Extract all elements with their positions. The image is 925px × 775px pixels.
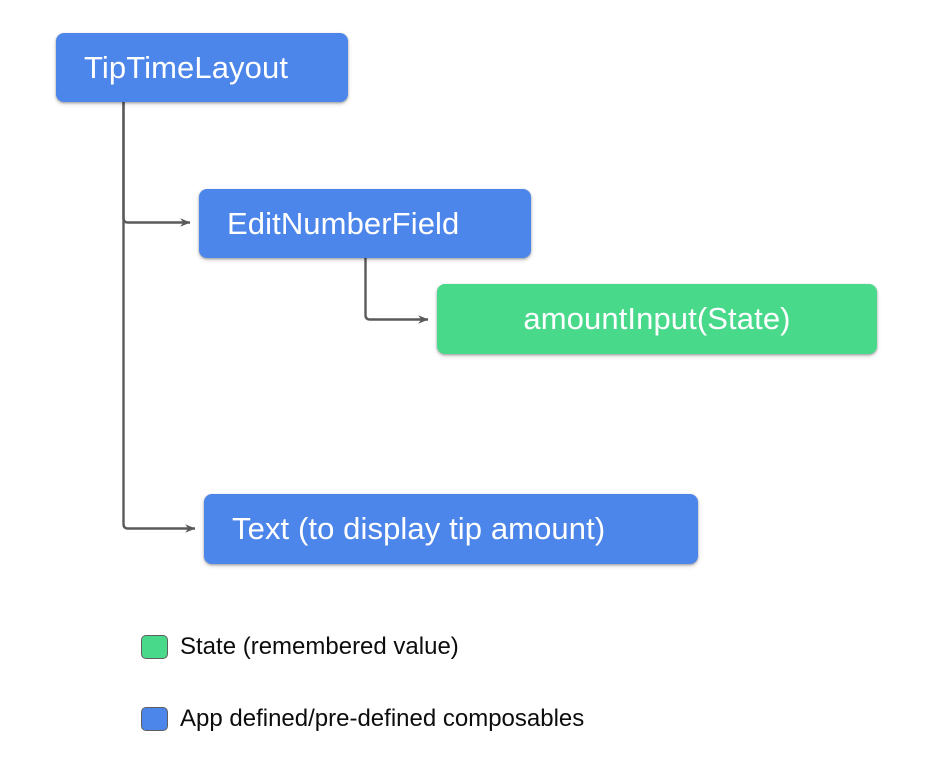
legend-swatch-composables-icon (141, 707, 168, 731)
legend-item-composables: App defined/pre-defined composables (141, 702, 584, 736)
node-text-tip-amount-label: Text (to display tip amount) (232, 511, 606, 546)
node-editnumberfield: EditNumberField (199, 189, 531, 258)
edge-tiptimelayout-to-text-tip (122, 102, 196, 533)
edge-editnumberfield-to-amountinput (364, 258, 429, 324)
node-editnumberfield-label: EditNumberField (227, 205, 460, 241)
node-text-tip-amount: Text (to display tip amount) (204, 494, 698, 564)
node-tiptimelayout-label: TipTimeLayout (84, 49, 289, 85)
node-amountinput-state-label: amountInput(State) (523, 301, 791, 336)
node-tiptimelayout: TipTimeLayout (56, 33, 348, 102)
node-amountinput-state: amountInput(State) (437, 284, 877, 354)
edge-tiptimelayout-to-editnumberfield (122, 102, 191, 227)
legend-item-state: State (remembered value) (141, 630, 584, 664)
legend-item-state-label: State (remembered value) (180, 633, 459, 660)
legend-swatch-state-icon (141, 635, 168, 659)
legend: State (remembered value) App defined/pre… (141, 630, 584, 774)
legend-item-composables-label: App defined/pre-defined composables (180, 705, 585, 732)
